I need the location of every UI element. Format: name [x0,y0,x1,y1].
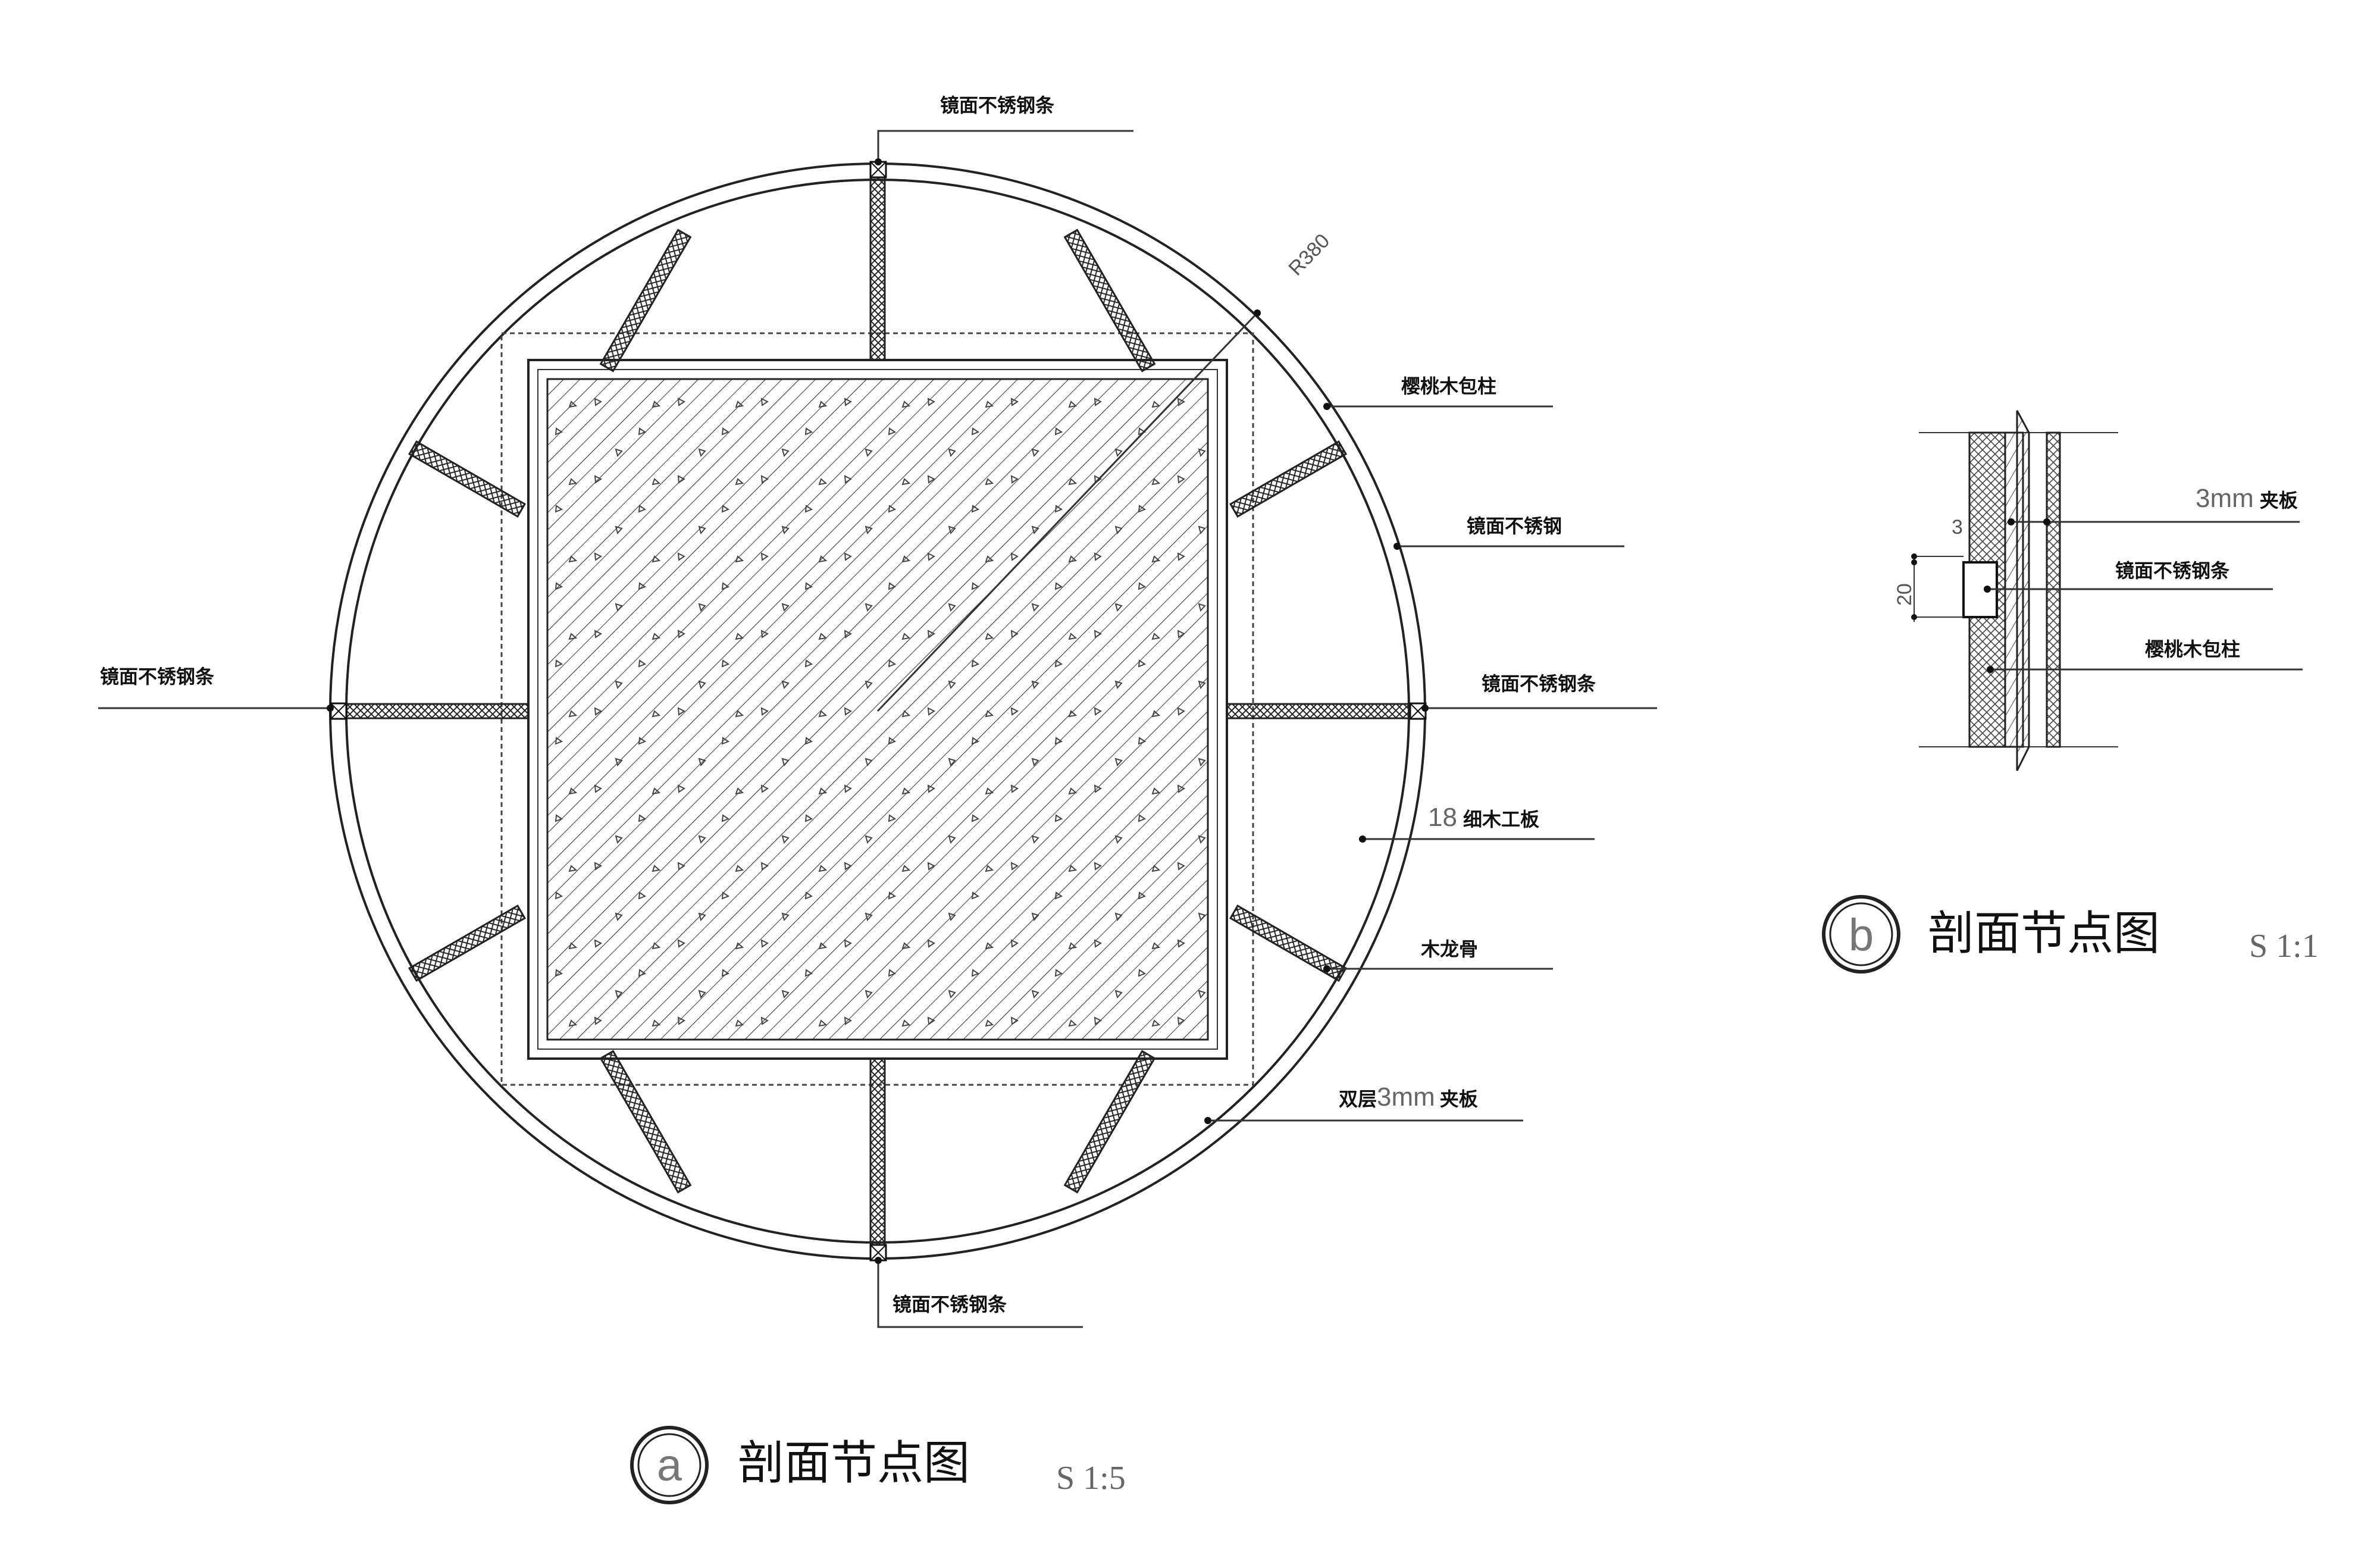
detail-a-scale: S 1:5 [1056,1460,1126,1497]
badge-a-outer [630,1426,709,1504]
label-radius: R380 [1284,230,1334,280]
b-label-cherry-wood: 樱桃木包柱 [2145,638,2240,661]
detail-b-title-text: 剖面节点图 [1928,907,2160,960]
badge-b-inner [1829,902,1893,966]
b-steel-face [2016,410,2030,771]
label-wood-joist: 木龙骨 [1420,938,1478,960]
detail-b-title: b 剖面节点图 S 1:1 [1822,895,2319,974]
leader-lines [98,130,1657,1328]
label-right-strip: 镜面不锈钢条 [1482,672,1596,695]
label-bottom-strip: 镜面不锈钢条 [892,1293,1007,1316]
b-dim-3: 3 [1952,516,1963,539]
detail-a-title: a 剖面节点图 S 1:5 [630,1426,1126,1504]
badge-b-outer [1822,895,1900,974]
detail-a-title-text: 剖面节点图 [738,1437,970,1490]
badge-a-letter: a [657,1440,682,1491]
label-left-strip: 镜面不锈钢条 [100,665,214,688]
wood-joists [344,171,1418,1250]
detail-b-scale: S 1:1 [2249,928,2319,965]
b-label-mirror-strip: 镜面不锈钢条 [2115,559,2229,582]
column-inner [537,369,1218,1050]
b-dim-20: 20 [1893,583,1916,606]
badge-b-letter: b [1849,910,1874,960]
label-cherry-wood: 樱桃木包柱 [1401,375,1496,398]
concrete-aggregate [547,379,1208,1040]
label-top-strip: 镜面不锈钢条 [940,94,1054,117]
badge-a-inner [637,1433,702,1497]
label-mirror-steel: 镜面不锈钢 [1467,515,1562,537]
leader-dots [327,158,1429,1264]
